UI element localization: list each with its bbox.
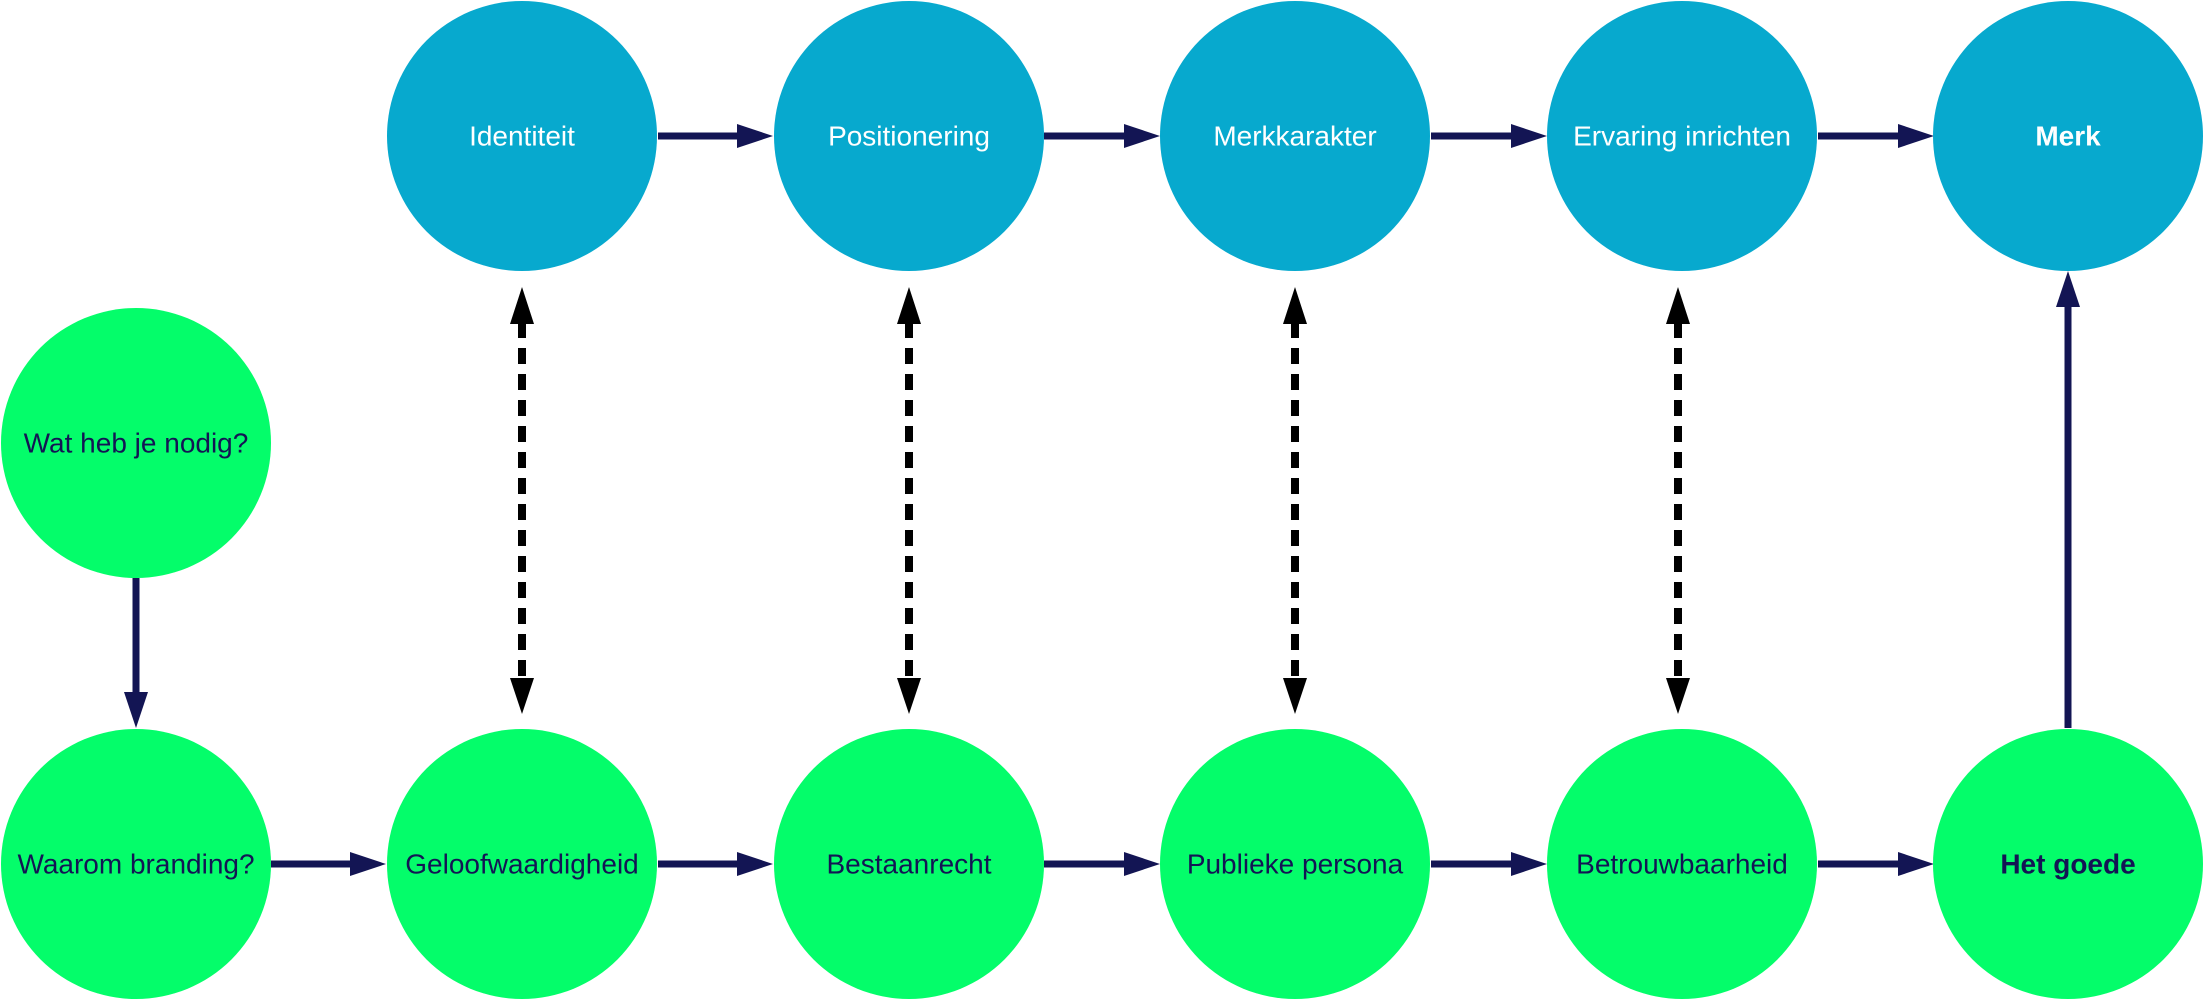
dashed-arrowhead-up bbox=[1283, 287, 1307, 324]
node-geloofwaardigheid: Geloofwaardigheid bbox=[387, 729, 657, 999]
arrowhead-ervaring-inrichten bbox=[1511, 124, 1547, 148]
node-ervaring-inrichten: Ervaring inrichten bbox=[1547, 1, 1817, 271]
node-label: Bestaanrecht bbox=[827, 849, 992, 880]
node-betrouwbaarheid: Betrouwbaarheid bbox=[1547, 729, 1817, 999]
arrowhead-waarom-branding bbox=[124, 692, 148, 728]
node-circle bbox=[1933, 1, 2203, 271]
node-label: Waarom branding? bbox=[17, 849, 254, 880]
dashed-arrowhead-down bbox=[510, 678, 534, 714]
arrowhead-merk-vertical bbox=[2056, 271, 2080, 307]
node-label: Identiteit bbox=[469, 121, 575, 152]
node-circle bbox=[1, 308, 271, 578]
node-label: Betrouwbaarheid bbox=[1576, 849, 1788, 880]
arrowhead-merk bbox=[1898, 124, 1934, 148]
node-circle bbox=[774, 1, 1044, 271]
node-circle bbox=[1, 729, 271, 999]
node-circle bbox=[774, 729, 1044, 999]
node-label: Ervaring inrichten bbox=[1573, 121, 1791, 152]
dashed-arrowhead-down bbox=[897, 678, 921, 714]
dashed-arrowhead-up bbox=[510, 287, 534, 324]
node-circle bbox=[387, 729, 657, 999]
node-merkkarakter: Merkkarakter bbox=[1160, 1, 1430, 271]
arrowhead-betrouwbaarheid bbox=[1511, 852, 1547, 876]
node-identiteit: Identiteit bbox=[387, 1, 657, 271]
dashed-arrowhead-up bbox=[897, 287, 921, 324]
node-waarom-branding: Waarom branding? bbox=[1, 729, 271, 999]
arrowhead-geloofwaardigheid bbox=[350, 852, 386, 876]
arrowhead-positionering bbox=[737, 124, 773, 148]
node-circle bbox=[1160, 729, 1430, 999]
node-label: Merkkarakter bbox=[1213, 121, 1376, 152]
bottom-row-nodes: Waarom branding? Geloofwaardigheid Besta… bbox=[1, 729, 2203, 999]
node-circle bbox=[1547, 1, 1817, 271]
top-row-nodes: Identiteit Positionering Merkkarakter Er… bbox=[387, 1, 2203, 271]
node-publieke-persona: Publieke persona bbox=[1160, 729, 1430, 999]
arrowhead-het-goede bbox=[1898, 852, 1934, 876]
dashed-arrowhead-down bbox=[1283, 678, 1307, 714]
arrowhead-bestaanrecht bbox=[737, 852, 773, 876]
solid-connectors bbox=[124, 124, 2080, 876]
dashed-arrowhead-up bbox=[1666, 287, 1690, 324]
node-circle bbox=[1933, 729, 2203, 999]
arrowhead-merkkarakter bbox=[1124, 124, 1160, 148]
node-circle bbox=[387, 1, 657, 271]
node-label: Publieke persona bbox=[1187, 849, 1404, 880]
node-label: Wat heb je nodig? bbox=[24, 428, 249, 459]
node-wat-heb-je-nodig: Wat heb je nodig? bbox=[1, 308, 271, 578]
node-label: Het goede bbox=[2000, 849, 2135, 880]
node-label: Positionering bbox=[828, 121, 990, 152]
arrowhead-publieke-persona bbox=[1124, 852, 1160, 876]
node-circle bbox=[1160, 1, 1430, 271]
node-label: Merk bbox=[2035, 121, 2101, 152]
node-bestaanrecht: Bestaanrecht bbox=[774, 729, 1044, 999]
node-het-goede: Het goede bbox=[1933, 729, 2203, 999]
node-circle bbox=[1547, 729, 1817, 999]
dashed-arrowhead-down bbox=[1666, 678, 1690, 714]
dashed-connectors bbox=[510, 287, 1690, 714]
node-merk: Merk bbox=[1933, 1, 2203, 271]
node-label: Geloofwaardigheid bbox=[405, 849, 639, 880]
node-positionering: Positionering bbox=[774, 1, 1044, 271]
